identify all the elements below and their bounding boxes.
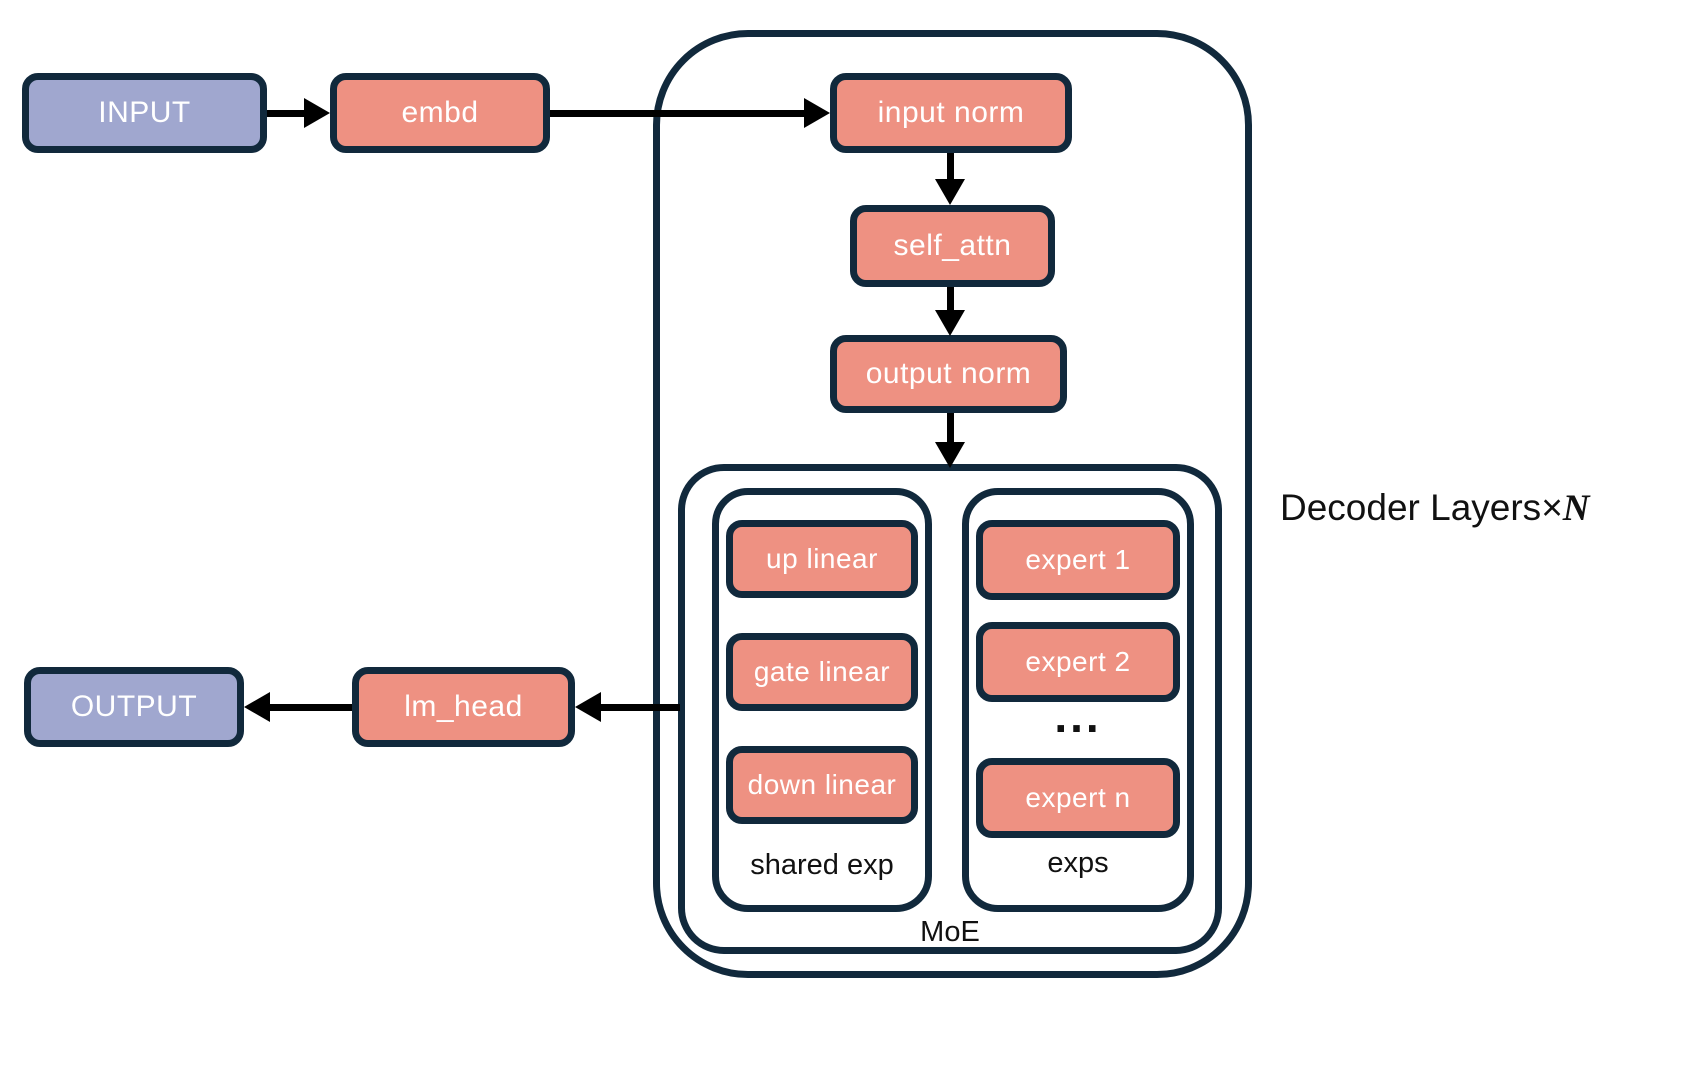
arrow-lmhead-output-shaft bbox=[270, 704, 352, 711]
up-linear-node: up linear bbox=[726, 520, 918, 598]
shared-exp-label: shared exp bbox=[750, 848, 894, 881]
experts-ellipsis: ... bbox=[1054, 690, 1102, 742]
moe-label: MoE bbox=[920, 915, 980, 948]
times-symbol: × bbox=[1541, 487, 1563, 528]
arrow-outputnorm-moe-head bbox=[935, 442, 965, 468]
arrow-inputnorm-selfattn-head bbox=[935, 179, 965, 205]
lm-head-node: lm_head bbox=[352, 667, 575, 747]
n-symbol: N bbox=[1562, 487, 1590, 529]
down-linear-node: down linear bbox=[726, 746, 918, 824]
shared-exp-container bbox=[712, 488, 932, 912]
output-norm-node: output norm bbox=[830, 335, 1067, 413]
exps-container bbox=[962, 488, 1194, 912]
self-attn-node: self_attn bbox=[850, 205, 1055, 287]
expert-2-node: expert 2 bbox=[976, 622, 1180, 702]
arrow-inputnorm-selfattn-shaft bbox=[947, 153, 954, 179]
arrow-embd-inputnorm-head bbox=[804, 98, 830, 128]
decoder-layers-text: Decoder Layers bbox=[1280, 487, 1542, 528]
decoder-layers-label: Decoder Layers×N bbox=[1280, 484, 1680, 532]
decoder-layers-container bbox=[653, 30, 1252, 978]
arrow-input-embd-shaft bbox=[267, 110, 304, 117]
arrow-selfattn-outputnorm-shaft bbox=[947, 287, 954, 310]
expert-n-node: expert n bbox=[976, 758, 1180, 838]
input-node: INPUT bbox=[22, 73, 267, 153]
expert-1-node: expert 1 bbox=[976, 520, 1180, 600]
arrow-selfattn-outputnorm-head bbox=[935, 310, 965, 336]
arrow-outputnorm-moe-shaft bbox=[947, 413, 954, 442]
arrow-moe-lmhead-shaft bbox=[601, 704, 680, 711]
arrow-embd-inputnorm-shaft bbox=[550, 110, 804, 117]
embd-node: embd bbox=[330, 73, 550, 153]
output-node: OUTPUT bbox=[24, 667, 244, 747]
exps-label: exps bbox=[1047, 846, 1109, 879]
arrow-moe-lmhead-head bbox=[575, 692, 601, 722]
gate-linear-node: gate linear bbox=[726, 633, 918, 711]
arrow-lmhead-output-head bbox=[244, 692, 270, 722]
input-norm-node: input norm bbox=[830, 73, 1072, 153]
arrow-input-embd-head bbox=[304, 98, 330, 128]
